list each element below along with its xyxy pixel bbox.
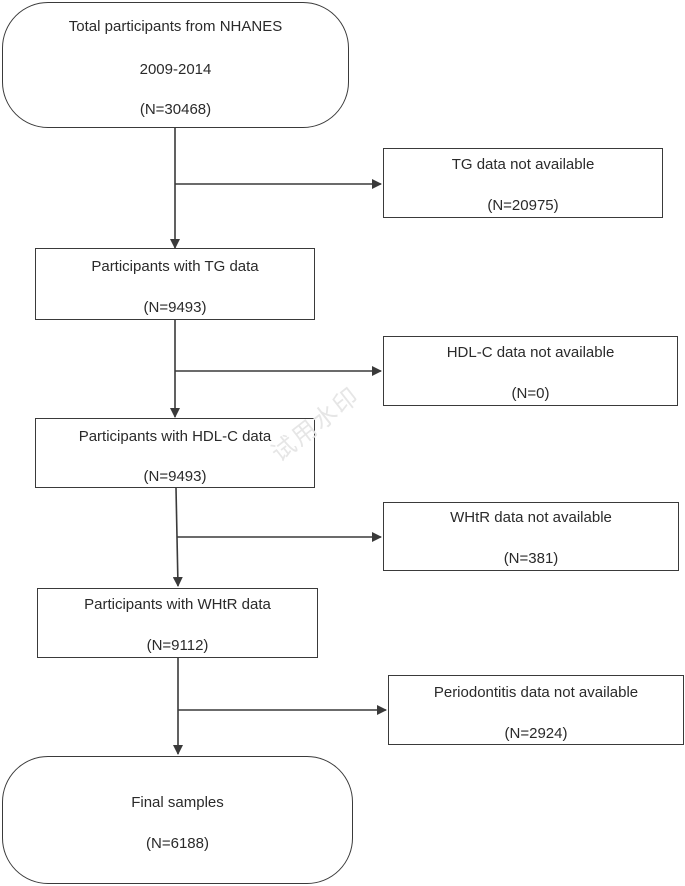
whtr-participants-count: (N=9112) [146, 637, 209, 654]
final-samples-count: (N=6188) [146, 835, 209, 852]
final-samples-node: Final samples (N=6188) [2, 756, 353, 884]
final-samples-label: Final samples [131, 794, 224, 811]
tg-participants-label: Participants with TG data [91, 258, 259, 275]
perio-missing-node: Periodontitis data not available (N=2924… [388, 675, 684, 745]
perio-missing-label: Periodontitis data not available [433, 684, 639, 701]
whtr-missing-count: (N=381) [503, 550, 559, 567]
total-participants-title: Total participants from NHANES [68, 18, 283, 35]
total-participants-node: Total participants from NHANES 2009-2014… [2, 2, 349, 128]
whtr-missing-label: WHtR data not available [450, 509, 612, 526]
hdl-participants-label: Participants with HDL-C data [78, 428, 272, 445]
whtr-participants-label: Participants with WHtR data [84, 596, 271, 613]
whtr-participants-node: Participants with WHtR data (N=9112) [37, 588, 318, 658]
hdl-participants-node: Participants with HDL-C data (N=9493) [35, 418, 315, 488]
hdl-missing-count: (N=0) [511, 385, 550, 402]
tg-missing-count: (N=20975) [487, 197, 559, 214]
hdl-missing-node: HDL-C data not available (N=0) [383, 336, 678, 406]
hdl-missing-label: HDL-C data not available [446, 344, 615, 361]
tg-participants-node: Participants with TG data (N=9493) [35, 248, 315, 320]
tg-missing-node: TG data not available (N=20975) [383, 148, 663, 218]
whtr-missing-node: WHtR data not available (N=381) [383, 502, 679, 571]
total-participants-count: (N=30468) [139, 101, 212, 118]
tg-missing-label: TG data not available [451, 156, 595, 173]
tg-participants-count: (N=9493) [143, 299, 207, 316]
perio-missing-count: (N=2924) [504, 725, 568, 742]
hdl-participants-count: (N=9493) [143, 468, 207, 485]
total-participants-years: 2009-2014 [139, 61, 212, 78]
